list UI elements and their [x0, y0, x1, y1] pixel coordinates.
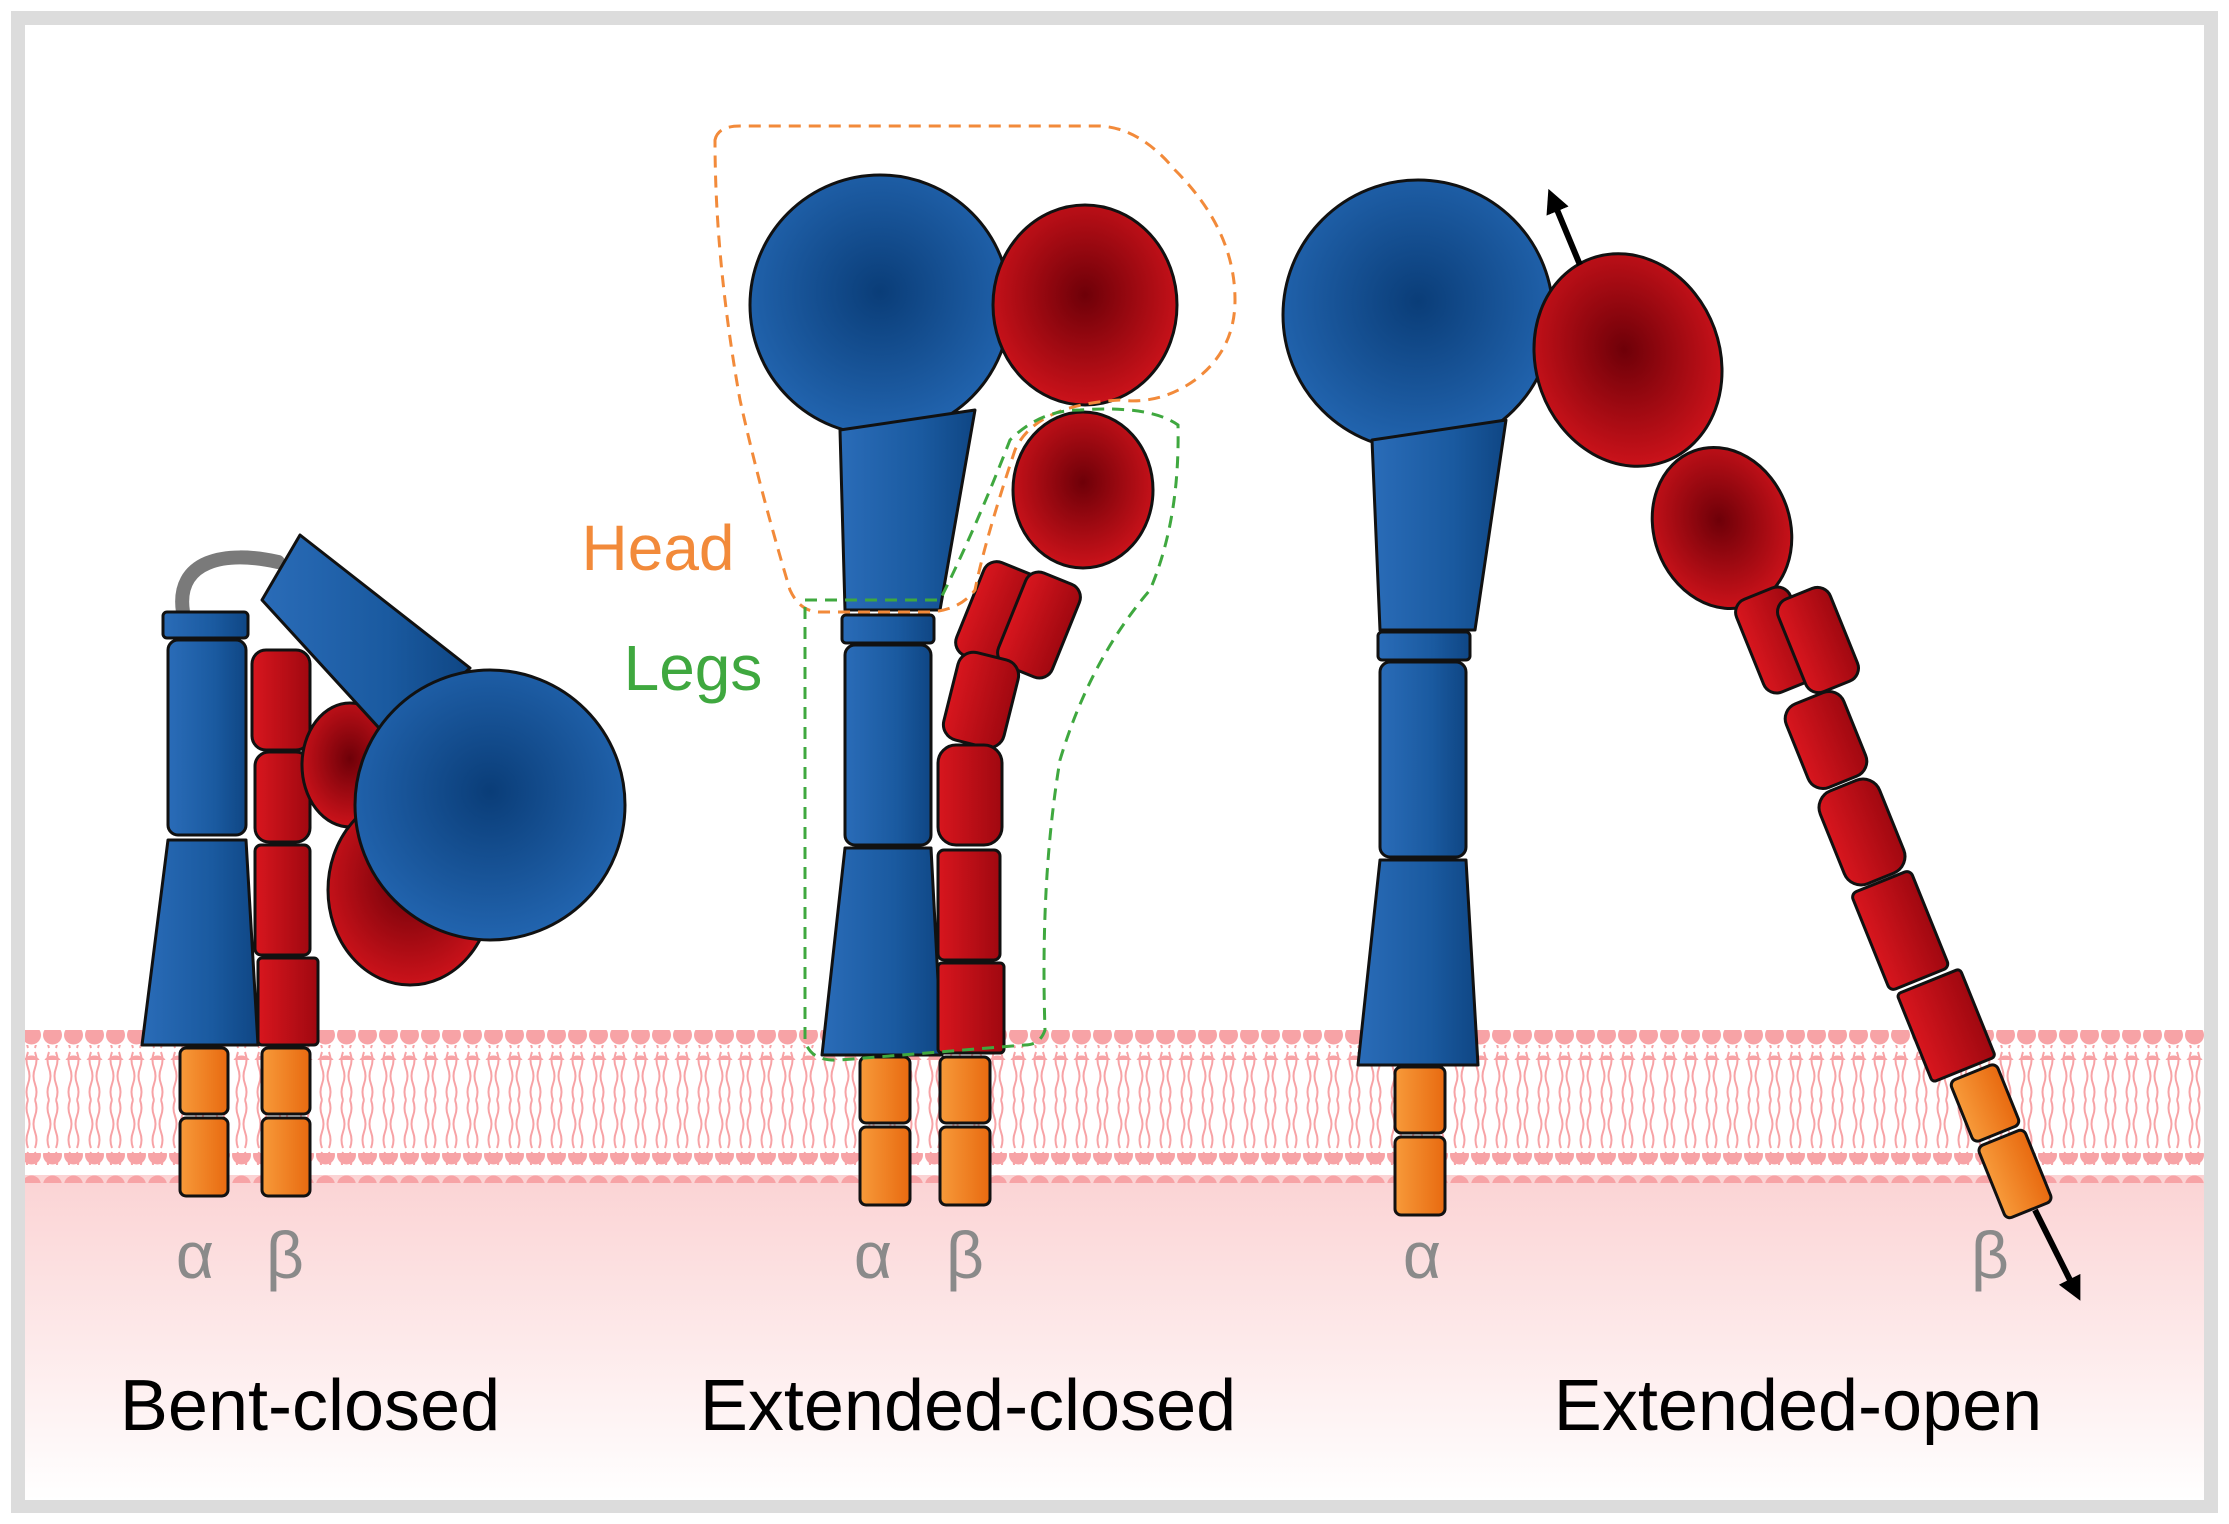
beta-tm-2	[1977, 1128, 2053, 1220]
alpha-calf	[820, 846, 944, 1057]
beta-tail	[936, 961, 1006, 1055]
extended-closed-integrin	[748, 173, 1179, 1207]
beta-tm-2	[938, 1125, 992, 1207]
alpha-thigh	[166, 638, 248, 837]
alpha-propeller	[1281, 178, 1555, 452]
beta-egf-2	[936, 743, 1004, 847]
beta-egf-3	[936, 848, 1002, 962]
beta-i-domain	[991, 203, 1179, 407]
beta-tm-1	[1949, 1063, 2021, 1143]
alpha-label-extended-open: α	[1403, 1218, 1441, 1292]
beta-i-domain	[1532, 252, 1724, 468]
alpha-cap	[840, 613, 936, 645]
beta-egf-3	[1851, 870, 1950, 991]
alpha-tm-2	[858, 1125, 912, 1207]
alpha-propeller	[748, 173, 1012, 437]
beta-tm-1	[938, 1055, 992, 1125]
legs-region-outline	[803, 407, 1180, 1062]
linker	[175, 550, 285, 619]
lipid-heads-outer	[25, 1030, 2204, 1060]
alpha-thigh-upper	[1370, 418, 1508, 632]
beta-hybrid-domain	[1011, 410, 1155, 570]
alpha-tm-1	[1393, 1065, 1447, 1135]
legs-label: Legs	[624, 632, 763, 704]
alpha-tm-1	[178, 1046, 230, 1116]
cell-membrane	[25, 1030, 2204, 1500]
beta-tm-1	[260, 1046, 312, 1116]
beta-tail	[256, 956, 320, 1047]
separation-arrow-up	[1546, 188, 1583, 267]
beta-tail	[1896, 968, 1996, 1083]
alpha-tm-2	[1393, 1135, 1447, 1217]
alpha-thigh	[1378, 660, 1468, 859]
beta-label-extended-open: β	[1971, 1218, 2009, 1292]
lipid-heads-inner	[25, 1153, 2204, 1183]
caption-bent-closed: Bent-closed	[120, 1366, 500, 1446]
alpha-tm-1	[858, 1055, 912, 1125]
head-label: Head	[582, 512, 735, 584]
alpha-tm-2	[178, 1116, 230, 1198]
beta-egf-1	[1783, 689, 1869, 791]
extended-open-integrin	[1281, 178, 2053, 1220]
cytoplasm-shading	[25, 1175, 2204, 1500]
alpha-thigh	[843, 643, 933, 847]
alpha-calf	[140, 838, 260, 1047]
beta-label-bent-closed: β	[266, 1218, 304, 1292]
beta-egf-3	[253, 843, 312, 957]
alpha-cap	[1376, 630, 1472, 662]
beta-label-extended-closed: β	[946, 1218, 984, 1292]
separation-arrow-down	[2032, 1208, 2081, 1301]
alpha-propeller	[353, 668, 627, 942]
head-region-outline	[713, 124, 1237, 614]
alpha-label-extended-closed: α	[854, 1218, 892, 1292]
alpha-label-bent-closed: α	[176, 1218, 214, 1292]
beta-psi-domain	[1734, 585, 1860, 695]
caption-extended-open: Extended-open	[1554, 1366, 2042, 1446]
alpha-cap	[161, 610, 250, 640]
beta-egf-2	[1817, 777, 1907, 887]
beta-tm-2	[260, 1116, 312, 1198]
caption-extended-closed: Extended-closed	[700, 1366, 1236, 1446]
bent-closed-integrin	[140, 533, 627, 1198]
beta-egf-1	[250, 648, 312, 752]
alpha-calf	[1356, 858, 1480, 1067]
lipid-tails	[25, 1045, 2204, 1165]
